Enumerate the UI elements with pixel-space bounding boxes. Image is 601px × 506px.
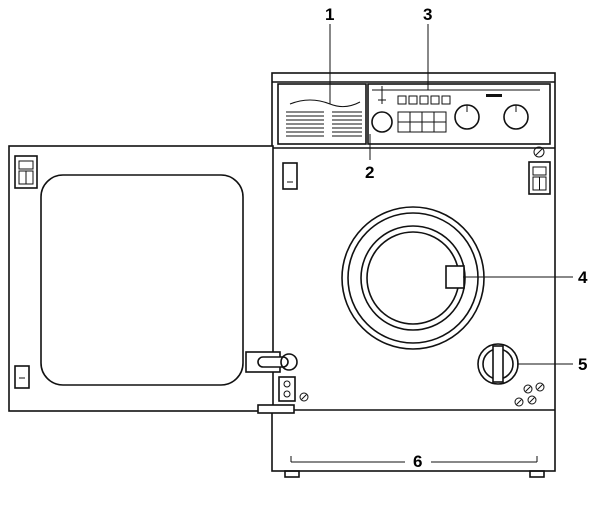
open-front-panel: [8, 145, 274, 412]
callout-2: 2: [365, 163, 374, 182]
porthole-door: [341, 206, 485, 350]
program-buttons: [397, 95, 451, 105]
drawer-vent-slots: [286, 111, 362, 137]
detergent-drawer: [277, 83, 367, 145]
small-dial: [371, 111, 393, 133]
machine-feet: [284, 470, 545, 478]
leader-lines: [290, 24, 573, 463]
cabinet: [271, 72, 556, 472]
panel-window: [40, 174, 244, 386]
panel-hinge: [245, 351, 298, 414]
callout-6: 6: [413, 452, 422, 471]
control-panel: [367, 83, 551, 145]
door-handle: [445, 265, 465, 289]
callout-labels: 1 2 3 4 5 6: [325, 5, 588, 471]
kickplate-screws: [299, 382, 545, 407]
callout-5: 5: [578, 355, 587, 374]
callout-4: 4: [578, 268, 588, 287]
callout-3: 3: [423, 5, 432, 24]
right-hinge: [528, 146, 551, 195]
button-grid: [397, 111, 447, 133]
indicator-bar: [486, 94, 502, 97]
callout-1: 1: [325, 5, 334, 24]
cabinet-switch: [282, 162, 298, 190]
